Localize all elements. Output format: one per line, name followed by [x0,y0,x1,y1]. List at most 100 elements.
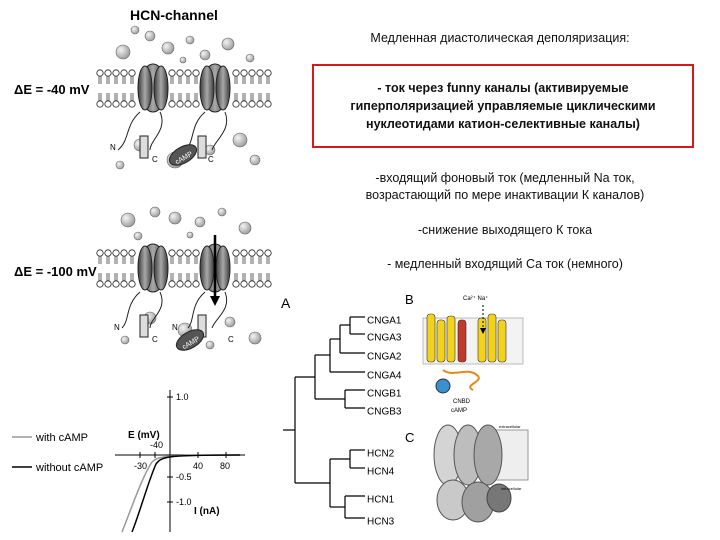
x-tick-4: 80 [220,461,230,471]
tree-leaf-cnga3: CNGA3 [367,333,402,344]
y-tick-1: 1.0 [176,392,189,402]
lipid-head [257,250,263,264]
lipid-head [257,273,263,287]
lipid-head [265,70,271,84]
hcn-cryo-structure [434,425,528,522]
voltage-sensor [458,320,466,362]
helices-right [478,314,506,362]
camp-struct-label: cAMP [451,408,467,414]
panel-c-label: C [405,430,414,445]
lipid-head [185,93,191,107]
lipid-head [97,93,103,107]
delta-e-bottom: ΔE = -100 mV [14,264,97,279]
lipid-head [249,93,255,107]
delta-e-top: ΔE = -40 mV [14,82,90,97]
lipid-head [233,93,239,107]
extracellular-label: extracellular [499,424,521,429]
hcn-channel-1 [138,64,168,112]
lipid-head [121,70,127,84]
lipid-head [121,250,127,264]
c-label: C [152,335,158,344]
box-line-3: нуклеотидами катион-селективные каналы) [350,115,655,133]
legend-with-camp: with cAMP [35,432,88,444]
lipid-head [265,93,271,107]
lipid-head [233,250,239,264]
lipid-head [193,70,199,84]
cnbd-label: CNBD [453,399,471,405]
n-label: N [110,143,116,152]
lipid-head [169,70,175,84]
slide-title: Медленная диастолическая деполяризация: [300,30,700,47]
lipid-head [185,250,191,264]
x-tick-1: -30 [134,461,147,471]
tree-leaf-cnga2: CNGA2 [367,352,402,363]
legend-without-camp: without cAMP [35,462,103,474]
hcn-title: HCN-channel [130,7,218,23]
lipid-head [185,70,191,84]
lipid-head [105,273,111,287]
lipid-head [249,250,255,264]
tree-leaf-cnga4: CNGA4 [367,371,402,382]
x-tick-2: -40 [150,440,163,450]
lipid-head [241,70,247,84]
lipid-head [129,273,135,287]
lipid-head [177,273,183,287]
lipid-head [105,93,111,107]
helices-left [427,314,455,362]
lipid-head [257,70,263,84]
bullet2-line-2: возрастающий по мере инактивации К канал… [320,187,690,204]
tree-leaf-hcn1: HCN1 [367,495,395,506]
tree-leaf-hcn3: HCN3 [367,517,395,528]
lipid-head [113,250,119,264]
hcn-bottom-panel: cAMP N N C C ΔE = -100 mV [14,207,271,354]
lipid-head [105,250,111,264]
lipid-head [265,250,271,264]
bullet2-line-1: -входящий фоновый ток (медленный Na ток, [320,170,690,187]
lipid-head [241,273,247,287]
lipid-head [113,273,119,287]
n-label: N [172,323,178,332]
c-label: C [228,335,234,344]
tree-leaf-hcn2: HCN2 [367,449,395,460]
lipid-head [177,250,183,264]
lipid-head [121,93,127,107]
lipid-head [257,93,263,107]
lipid-head [193,93,199,107]
lipid-head [265,273,271,287]
tree-leaf-cngb3: CNGB3 [367,407,402,418]
hcn-structure-figure: B Ca²⁺ Na⁺ CNBD cAMP C extracellular int… [403,290,533,540]
hcn-top-panel: cAMP N C C ΔE = -40 mV [14,26,271,169]
lipid-head [97,273,103,287]
hcn-channel-figure: HCN-channel cAMP N C C ΔE [0,0,300,380]
lipid-head [169,250,175,264]
lipid-head [233,273,239,287]
lipid-head [113,93,119,107]
panel-b-label: B [405,292,414,307]
n-label: N [114,323,120,332]
bullet-background-current: -входящий фоновый ток (медленный Na ток,… [320,170,690,204]
hcn-channel-3 [138,244,168,292]
hcn-channel-2 [200,64,230,112]
lipid-head [129,70,135,84]
intracellular-label: intracellular [501,486,522,491]
lipid-head [193,273,199,287]
cnbd-domain [436,379,450,393]
bullet-ca-current: - медленный входящий Са ток (немного) [320,256,690,273]
lipid-head [241,93,247,107]
lipid-head [249,273,255,287]
lipid-head [121,273,127,287]
c-label: C [152,155,158,164]
y-tick-3: -1.0 [176,497,192,507]
x-tick-3: 40 [193,461,203,471]
panel-a-label: A [281,295,291,311]
y-tick-2: -0.5 [176,472,192,482]
lipid-head [185,273,191,287]
tree-leaf-hcn4: HCN4 [367,467,395,478]
lipid-head [97,250,103,264]
lipid-head [249,70,255,84]
lipid-head [105,70,111,84]
ions-label: Ca²⁺ Na⁺ [463,295,488,302]
tree-leaf-cnga1: CNGA1 [367,316,402,327]
lipid-head [241,250,247,264]
lipid-head [129,250,135,264]
